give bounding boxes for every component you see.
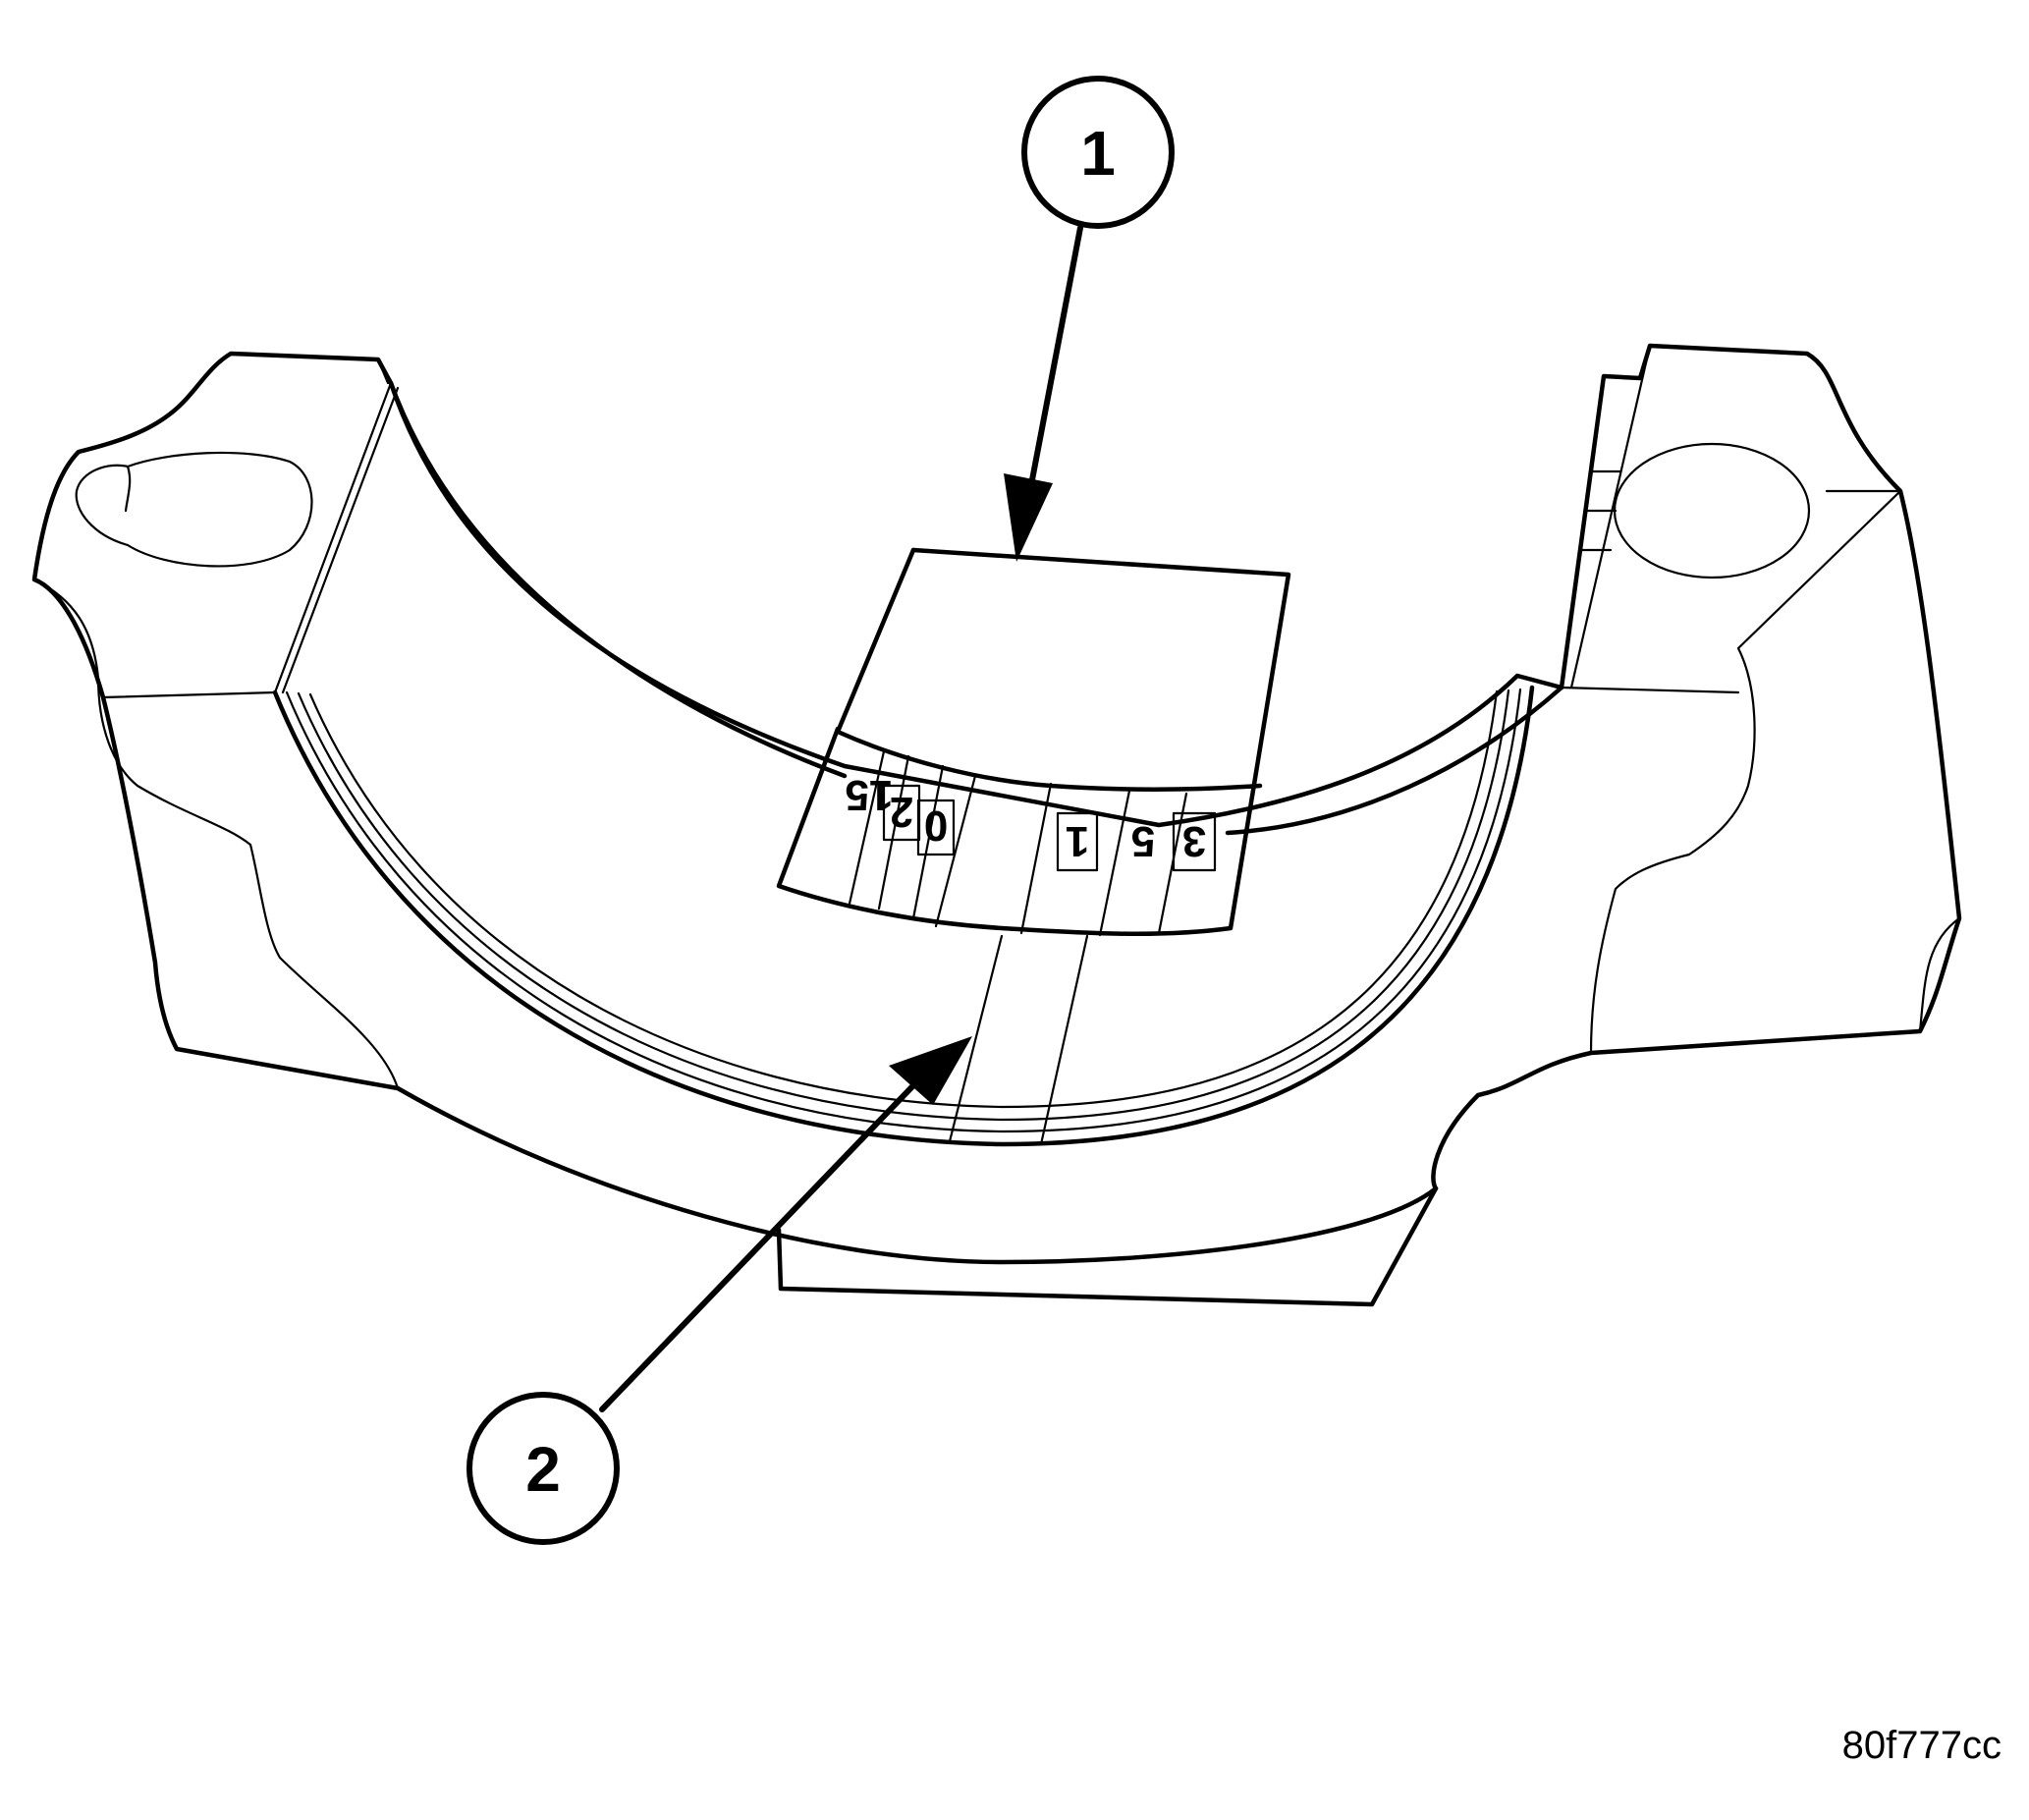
callout-2-number: 2: [525, 1434, 561, 1505]
plastigage-strip: [948, 934, 1089, 1146]
bearing-cap-outline: [31, 343, 1962, 1265]
bearing-body-contour: [32, 578, 400, 1090]
callout-2-circle: [466, 1392, 620, 1545]
scale-card-left-edge: [835, 547, 916, 735]
bearing-shell-line-3: [308, 689, 1499, 1109]
bearing-bore-top-edge-right: [1225, 685, 1564, 836]
scale-mark-1: 1: [1066, 817, 1089, 865]
scale-band-dividers: [848, 749, 1188, 937]
scale-box-1: [1056, 811, 1099, 872]
scale-band-top: [835, 729, 1263, 792]
callout-1-leader: [1023, 225, 1083, 514]
bearing-rear-plate: [776, 1186, 1439, 1307]
scale-mark-5: 5: [1131, 817, 1155, 865]
scale-mark-0: 0: [924, 801, 948, 850]
scale-mark-15: 15: [846, 771, 894, 819]
scale-mark-2: 2: [890, 788, 913, 836]
bearing-body-contour-right: [1589, 489, 1961, 1055]
scale-box-3: [1172, 811, 1217, 872]
callout-1-circle: [1021, 76, 1175, 229]
callout-2: 2: [466, 1036, 972, 1545]
left-bolt-hole: [75, 451, 313, 568]
scale-mark-3: 3: [1182, 817, 1206, 865]
right-boss-edges: [1560, 344, 1902, 694]
scale-marks: 15 2 0 1 5 3: [846, 771, 1207, 865]
callout-1-arrowhead: [1004, 473, 1053, 562]
callout-1: 1: [1004, 76, 1175, 562]
callout-2-arrowhead: [889, 1036, 972, 1105]
left-boss-edges: [101, 358, 400, 699]
bearing-shell-outer: [272, 685, 1535, 1147]
bearing-shell-line-1: [285, 688, 1522, 1133]
scale-box-0: [916, 799, 956, 856]
callout-2-leader: [599, 1077, 921, 1412]
bearing-bore-top-edge: [388, 380, 848, 779]
right-bolt-hole: [1613, 442, 1811, 579]
bearing-shell-line-2: [297, 689, 1510, 1122]
figure-id: 80f777cc: [1841, 1724, 2002, 1767]
callout-1-number: 1: [1080, 118, 1116, 189]
scale-card: [776, 547, 1291, 937]
